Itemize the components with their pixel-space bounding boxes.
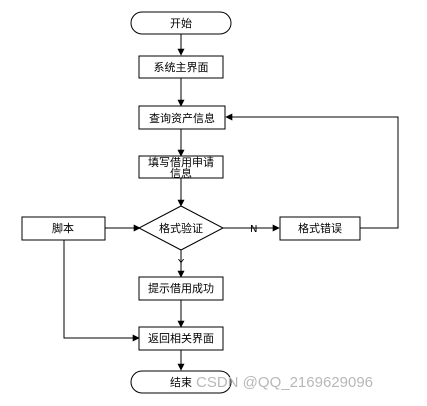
node-end-label: 结束 — [170, 376, 192, 389]
process-shape — [138, 326, 224, 351]
process-shape — [21, 216, 106, 241]
terminator-shape — [130, 370, 232, 394]
node-script: 脚本 — [21, 216, 106, 241]
edge-label-y: Y — [177, 258, 185, 269]
process-shape — [138, 55, 224, 79]
terminator-shape — [130, 11, 232, 35]
node-success: 提示借用成功 — [138, 276, 224, 301]
node-main: 系统主界面 — [138, 55, 224, 79]
edge-label-n: N — [250, 224, 257, 235]
node-return: 返回相关界面 — [138, 326, 224, 351]
edge-script-to-return — [63, 240, 140, 342]
edge-error-to-query — [225, 113, 399, 229]
watermark-text: CSDN @QQ_2169629096 — [196, 374, 373, 391]
node-query: 查询资产信息 — [138, 105, 226, 130]
node-apply-label-line1: 填写借用申请 — [148, 155, 214, 169]
node-start-label: 开始 — [170, 16, 192, 30]
node-main-label: 系统主界面 — [154, 61, 209, 74]
node-end: 结束 — [130, 370, 232, 394]
node-success-label: 提示借用成功 — [148, 282, 214, 295]
node-start: 开始 — [130, 11, 232, 35]
process-shape — [138, 105, 226, 130]
node-validate-label: 格式验证 — [159, 221, 203, 235]
process-shape — [138, 155, 224, 179]
edges — [63, 34, 399, 371]
node-query-label: 查询资产信息 — [149, 111, 215, 125]
process-shape — [138, 276, 224, 301]
process-shape — [279, 216, 361, 241]
node-error: 格式错误 — [279, 216, 361, 241]
node-return-label: 返回相关界面 — [148, 331, 214, 345]
node-apply: 填写借用申请 信息 — [138, 155, 224, 180]
node-apply-label-line2: 信息 — [170, 166, 192, 180]
decision-shape — [137, 205, 225, 251]
node-validate: 格式验证 — [137, 205, 225, 251]
node-script-label: 脚本 — [52, 221, 74, 235]
node-error-label: 格式错误 — [298, 221, 342, 235]
